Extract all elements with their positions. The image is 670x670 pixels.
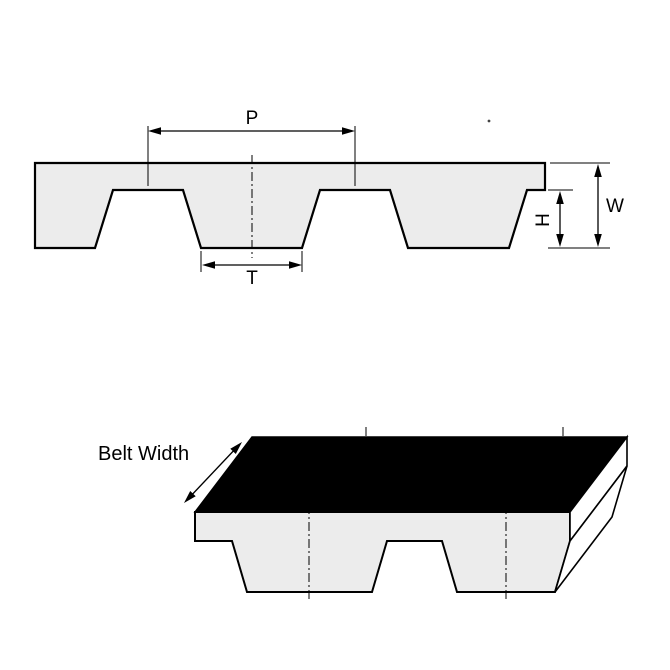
tooth-height-label: H — [533, 213, 554, 227]
belt-3d-section — [193, 427, 629, 601]
height-arrow-bottom — [556, 234, 564, 247]
pitch-label: P — [246, 108, 259, 129]
tooth-arrow-left — [202, 261, 215, 269]
belt-height-arrow-bottom — [594, 234, 602, 247]
belt-width-label: Belt Width — [98, 443, 189, 465]
belt-height-label: W — [606, 196, 624, 217]
dimension-pitch: P — [147, 108, 356, 186]
belt-height-arrow-top — [594, 164, 602, 177]
tooth-width-label: T — [246, 268, 258, 289]
pitch-arrow-right — [342, 127, 355, 135]
belt-width-arrow-line — [186, 444, 240, 501]
tooth-arrow-right — [289, 261, 302, 269]
belt-front-face — [194, 511, 571, 593]
belt-top-face — [193, 436, 629, 513]
dimension-belt-height: W — [548, 162, 624, 249]
dimension-tooth-height: H — [533, 189, 573, 247]
belt-profile-section — [33, 155, 547, 258]
belt-end-tooth-flank — [554, 465, 628, 593]
belt-width-arrow-upper — [230, 442, 242, 454]
height-arrow-top — [556, 191, 564, 204]
belt-profile-shape — [33, 161, 547, 250]
dot-artifact — [487, 119, 491, 123]
dimension-tooth-width: T — [200, 251, 303, 289]
belt-width-annotation: Belt Width — [98, 442, 242, 503]
pitch-arrow-left — [148, 127, 161, 135]
belt-width-arrow-lower — [184, 491, 196, 503]
